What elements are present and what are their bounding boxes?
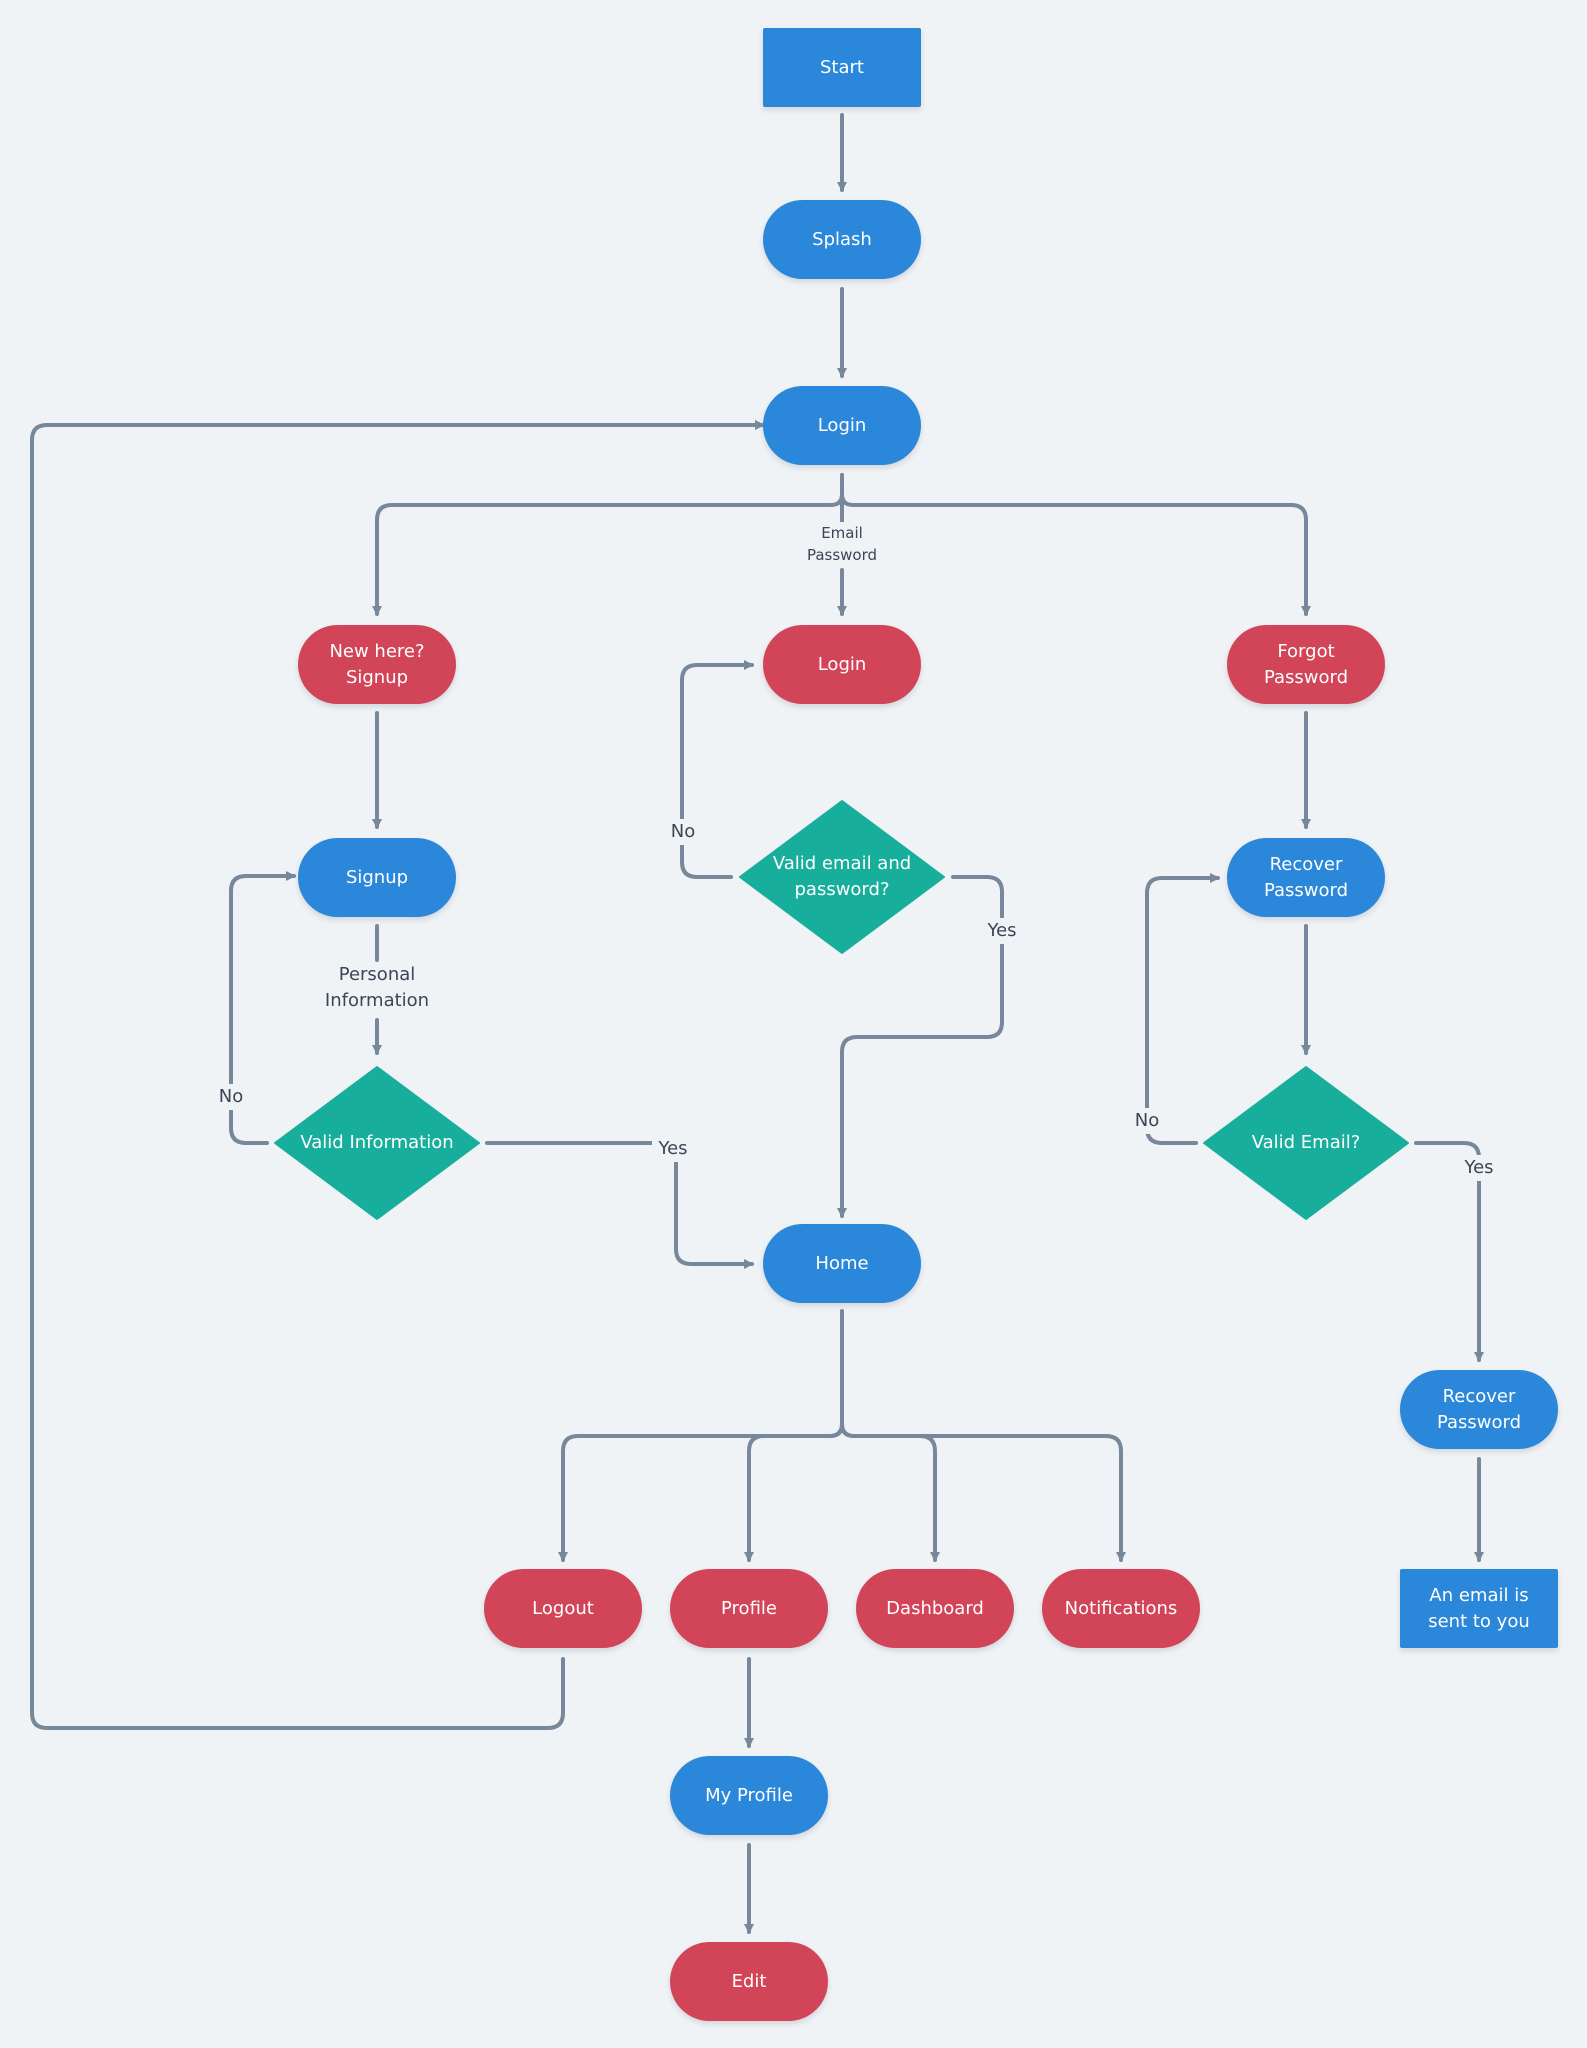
edge-label-no-login: No xyxy=(666,819,700,845)
signup-node[interactable]: Signup xyxy=(298,838,456,917)
start-node[interactable]: Start xyxy=(763,28,921,107)
edge-home-profile xyxy=(744,1422,844,1562)
diamond-shape xyxy=(739,800,945,954)
decision-label: Valid Information xyxy=(300,1132,454,1153)
edge-validinfo-yes-home xyxy=(485,1141,754,1269)
edge-validpw-no-login xyxy=(680,660,754,879)
recover-password-node[interactable]: Recover Password xyxy=(1227,838,1385,917)
login-action-node[interactable]: Login xyxy=(763,625,921,704)
decision-label: Valid Email? xyxy=(1251,1132,1361,1153)
diamond-shape xyxy=(274,1066,480,1220)
edge-validpw-yes-home xyxy=(837,875,1004,1218)
notifications-node[interactable]: Notifications xyxy=(1042,1569,1200,1648)
edge-logout-login xyxy=(30,420,765,1730)
edge-home-dashboard xyxy=(840,1422,940,1562)
edge-home-notifications xyxy=(840,1422,1126,1562)
email-sent-node[interactable]: An email is sent to you xyxy=(1400,1569,1558,1648)
logout-node[interactable]: Logout xyxy=(484,1569,642,1648)
splash-node[interactable]: Splash xyxy=(763,200,921,279)
home-node[interactable]: Home xyxy=(763,1224,921,1303)
login-main-node[interactable]: Login xyxy=(763,386,921,465)
diamond-shape xyxy=(1203,1066,1409,1220)
edge-login-signup-entry xyxy=(372,473,844,616)
decision-label: Valid email and password? xyxy=(772,853,912,900)
forgot-password-node[interactable]: Forgot Password xyxy=(1227,625,1385,704)
valid-email-decision[interactable]: Valid Email? xyxy=(1202,1065,1410,1221)
edge-login-forgot xyxy=(840,473,1311,616)
edge-label-yes-recover: Yes xyxy=(1458,1155,1500,1181)
dashboard-node[interactable]: Dashboard xyxy=(856,1569,1014,1648)
my-profile-node[interactable]: My Profile xyxy=(670,1756,828,1835)
edge-label-no-signup: No xyxy=(214,1084,248,1110)
valid-information-decision[interactable]: Valid Information xyxy=(273,1065,481,1221)
edge-validemail-no-recover xyxy=(1145,873,1220,1145)
edge-label-personal-information: Personal Information xyxy=(312,962,442,1014)
edit-node[interactable]: Edit xyxy=(670,1942,828,2021)
edge-label-email-password: Email Password xyxy=(792,522,892,566)
edge-validinfo-no-signup xyxy=(229,871,296,1145)
recover-password-2-node[interactable]: Recover Password xyxy=(1400,1370,1558,1449)
edge-label-yes-signup: Yes xyxy=(652,1136,694,1162)
edge-label-no-recover: No xyxy=(1130,1108,1164,1134)
signup-entry-node[interactable]: New here? Signup xyxy=(298,625,456,704)
profile-node[interactable]: Profile xyxy=(670,1569,828,1648)
edge-label-yes-login: Yes xyxy=(981,918,1023,944)
valid-email-password-decision[interactable]: Valid email and password? xyxy=(738,799,946,955)
